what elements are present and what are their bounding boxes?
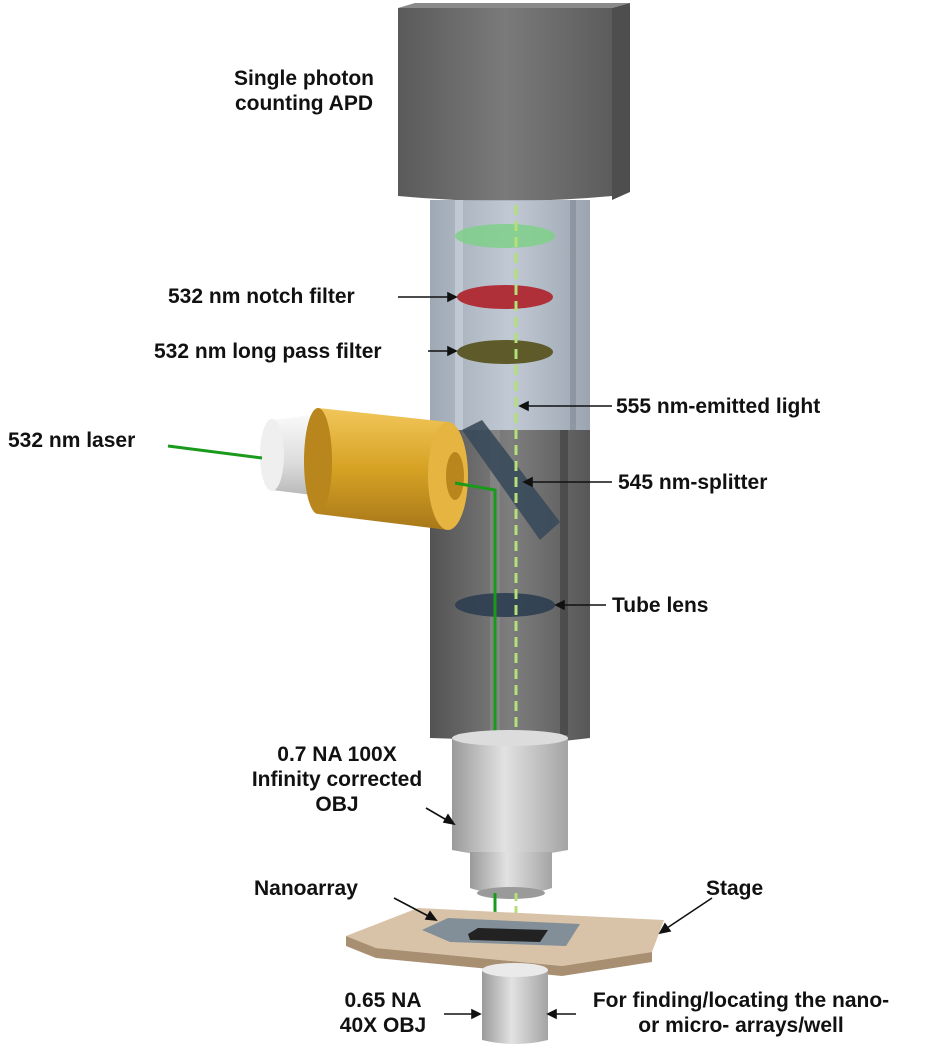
- objective-40x-line1: 0.65 NA: [344, 989, 422, 1012]
- splitter-mirror: [462, 420, 560, 540]
- tube-lens: [455, 593, 555, 617]
- objective-40x-line2: 40X OBJ: [339, 1014, 427, 1037]
- emitted-light-label: 555 nm-emitted light: [616, 395, 821, 418]
- tube-lens-label: Tube lens: [612, 594, 709, 617]
- stage-plate: [346, 908, 664, 976]
- excitation-beam: [454, 481, 497, 735]
- finding-note-line1: For finding/locating the nano-: [592, 989, 890, 1012]
- objective-40x-label: 0.65 NA 40X OBJ: [328, 988, 438, 1038]
- notch-filter: [457, 285, 553, 309]
- objective-100x-line1: 0.7 NA 100X: [277, 743, 397, 766]
- green-filter: [455, 224, 555, 248]
- splitter-label: 545 nm-splitter: [618, 471, 768, 494]
- long-pass-filter: [457, 340, 553, 364]
- objective-100x-line3: OBJ: [315, 793, 359, 816]
- apd-label: Single photon counting APD: [214, 66, 394, 116]
- nanoarray-label: Nanoarray: [254, 877, 358, 900]
- apd-label-line2: counting APD: [234, 92, 374, 115]
- stage-label: Stage: [706, 877, 764, 900]
- objective-40x: [482, 963, 548, 1044]
- finding-note-label: For finding/locating the nano- or micro-…: [560, 988, 922, 1038]
- long-pass-filter-label: 532 nm long pass filter: [154, 340, 382, 363]
- nanoarray-slot: [468, 928, 548, 942]
- notch-filter-label: 532 nm notch filter: [168, 285, 355, 308]
- objective-100x-line2: Infinity corrected: [251, 768, 423, 791]
- laser-housing: [260, 408, 468, 530]
- arrow-nanoarray: [393, 897, 433, 919]
- callout-arrows: [393, 291, 713, 1020]
- apd-detector: [398, 3, 630, 201]
- objective-100x: [452, 730, 568, 899]
- laser-label-pointer: [167, 444, 263, 460]
- apd-label-line1: Single photon: [234, 67, 374, 90]
- objective-100x-label: 0.7 NA 100X Infinity corrected OBJ: [232, 742, 442, 817]
- finding-note-line2: or micro- arrays/well: [638, 1014, 844, 1037]
- laser-label: 532 nm laser: [8, 429, 136, 452]
- arrow-stage: [663, 897, 713, 931]
